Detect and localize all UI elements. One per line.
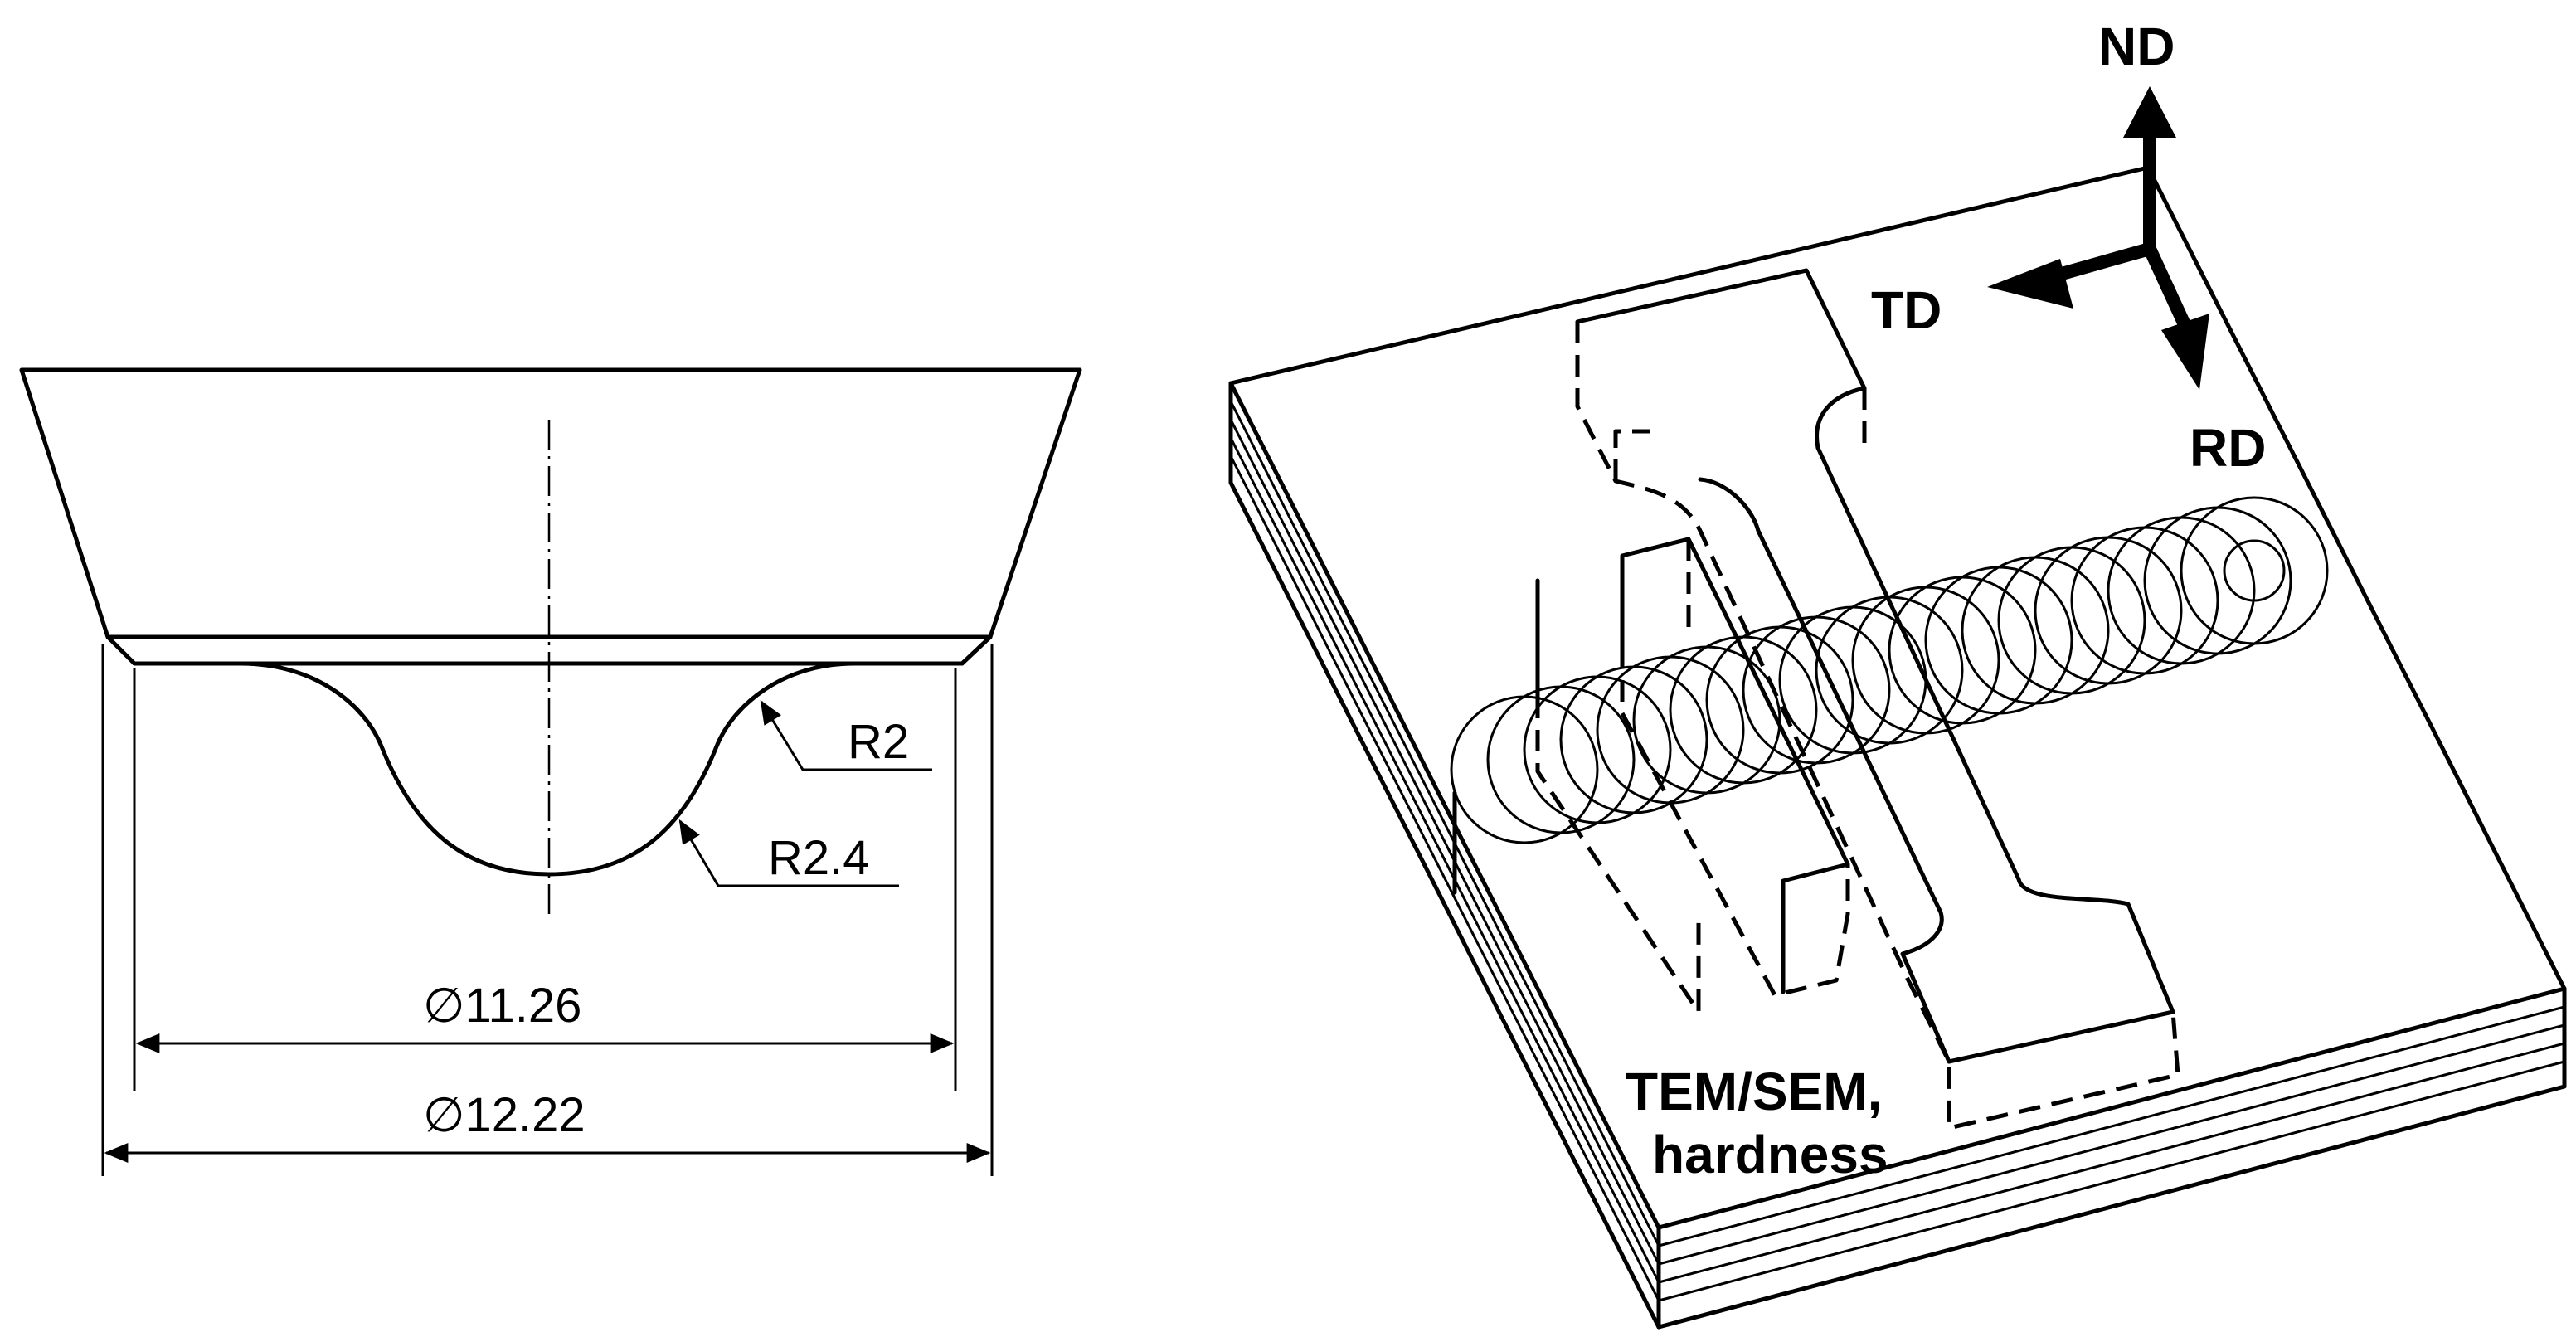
plate-isometric: TEM/SEM, hardness	[1228, 165, 2567, 1330]
tensile-specimen-solid	[1575, 268, 2175, 1064]
label-rd: RD	[2190, 418, 2266, 478]
slice-plate-hidden	[1535, 697, 1701, 1014]
annotation-tem-sem: TEM/SEM,	[1626, 1062, 1882, 1121]
weld-bead	[1450, 496, 2329, 844]
td-arrowhead-icon	[1987, 259, 2073, 309]
tensile-specimen-hidden-2	[1613, 388, 1867, 481]
td-arrow	[2048, 242, 2152, 284]
plate-layers-front	[1658, 1005, 2565, 1302]
tem-sample-hidden	[1620, 539, 1850, 998]
plate-front-face	[1656, 986, 2567, 1330]
label-td: TD	[1871, 280, 1942, 340]
rd-arrow	[2143, 246, 2194, 335]
label-diameter-inner: ∅11.26	[423, 979, 581, 1033]
label-diameter-outer: ∅12.22	[423, 1088, 586, 1142]
plate-layers-left	[1229, 401, 1660, 1301]
leader-r24	[678, 819, 899, 887]
rd-arrowhead-icon	[2161, 314, 2209, 390]
leader-r2	[760, 699, 932, 771]
label-r2-4: R2.4	[768, 831, 870, 885]
annotation-hardness: hardness	[1652, 1125, 1888, 1184]
tensile-specimen-hidden	[1575, 322, 2180, 1130]
label-r2: R2	[848, 715, 909, 769]
tool-body-outline	[19, 367, 1082, 639]
coordinate-axes: ND TD RD	[1871, 17, 2266, 478]
label-nd: ND	[2098, 17, 2175, 76]
tool-cross-section: R2 R2.4 ∅11.26 ∅12.22	[19, 367, 1082, 1176]
nd-arrowhead-icon	[2123, 86, 2176, 138]
